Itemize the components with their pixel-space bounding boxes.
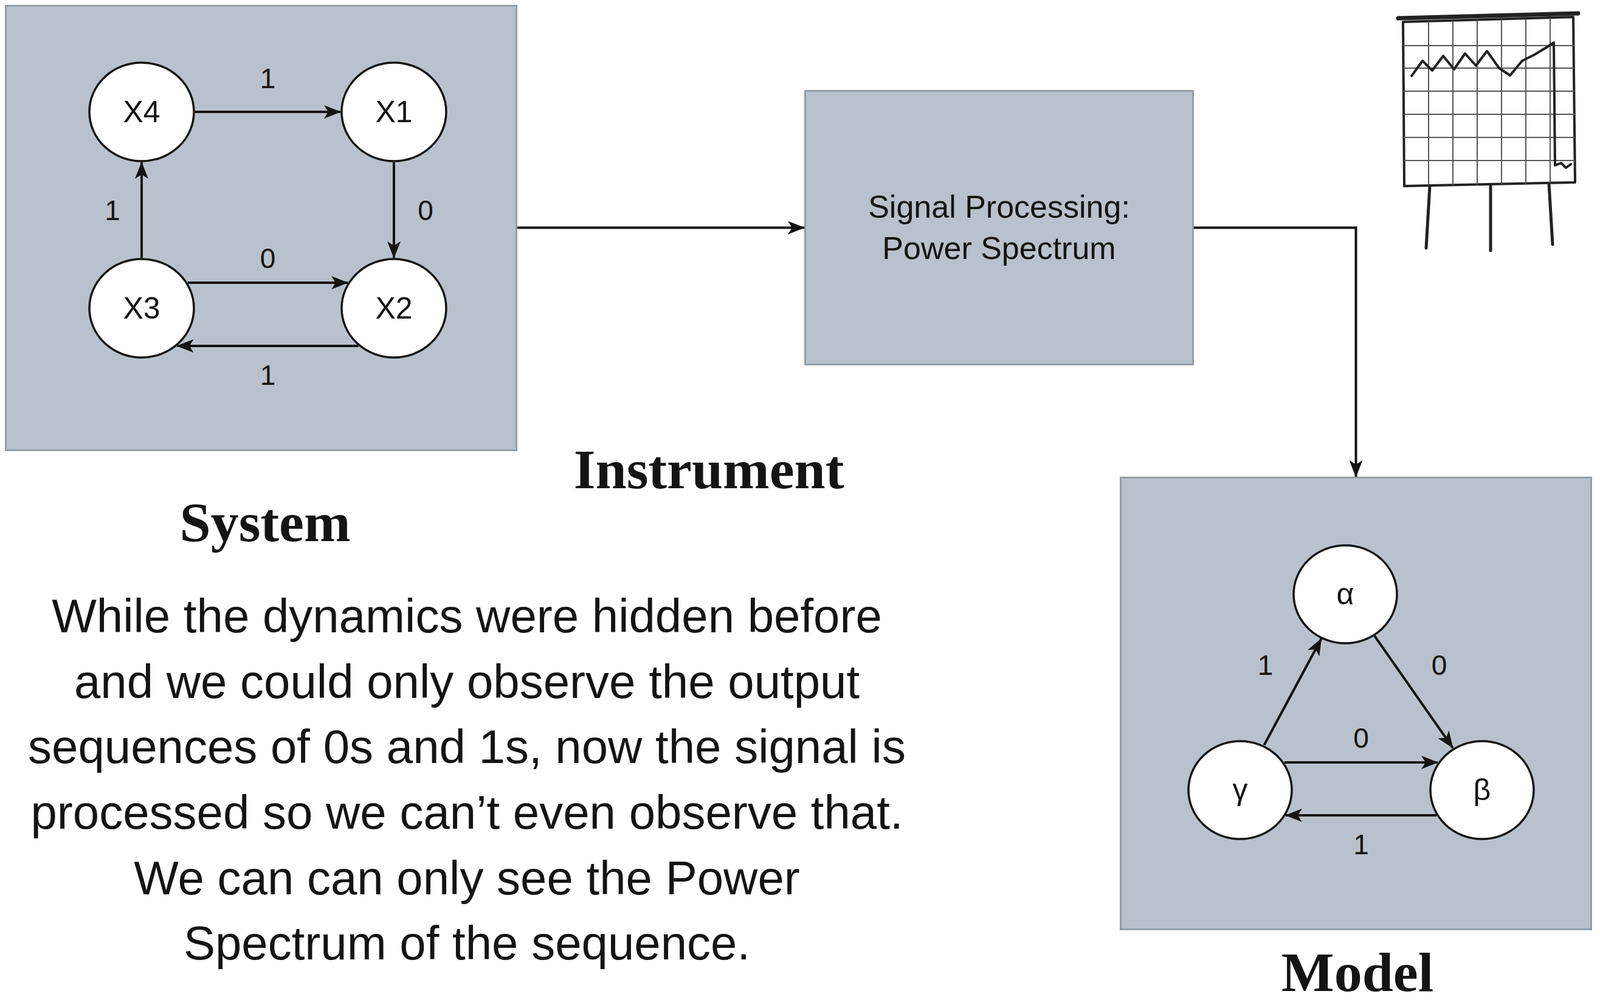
state-circle-outline: [1293, 545, 1397, 644]
arrow-connector: [392, 162, 396, 258]
state-node: X4: [88, 61, 196, 163]
transition-label-holder: 0: [1431, 649, 1448, 681]
transition-label-holder: 0: [1353, 722, 1369, 754]
transition-symbol: 1: [260, 63, 276, 95]
state-label: γ: [1232, 773, 1249, 807]
model-panel: Modelαγβ: [1119, 476, 1593, 931]
transition-label-holder: 1: [260, 359, 276, 391]
chart-line: [1411, 42, 1571, 168]
state-circle-outline: [1430, 741, 1534, 839]
state-label: β: [1473, 773, 1492, 807]
state-circle-outline: [341, 62, 447, 162]
state-label: α: [1336, 577, 1355, 611]
transition-label-holder: 0: [260, 243, 276, 275]
transition-symbol: 0: [1353, 722, 1369, 754]
arrow-connector: [1285, 813, 1437, 817]
state-node: X2: [340, 257, 448, 359]
panel-title: System: [179, 494, 351, 551]
arrow-connector: [1193, 227, 1357, 478]
state-label: X3: [122, 291, 160, 326]
transition-label-holder: 1: [1257, 649, 1274, 681]
state-circle-outline: [341, 258, 447, 358]
panel-title: Instrument: [573, 441, 845, 498]
state-node: γ: [1187, 739, 1294, 841]
box-text: Signal Processing: Power Spectrum: [836, 186, 1162, 269]
state-node: α: [1292, 544, 1399, 645]
state-node: X1: [340, 61, 448, 163]
transition-symbol: 1: [1353, 829, 1369, 861]
state-circle-outline: [1188, 741, 1292, 839]
state-node: X3: [88, 257, 196, 359]
instrument-panel: Signal Processing: Power SpectrumInstrum…: [804, 89, 1194, 366]
transition-label-holder: 1: [260, 63, 276, 95]
transition-symbol: 0: [417, 194, 434, 226]
transition-symbol: 0: [260, 243, 276, 275]
state-node: β: [1429, 739, 1535, 841]
state-circle-outline: [89, 258, 194, 358]
transition-label-holder: 1: [104, 194, 121, 226]
panel-title: Model: [1281, 944, 1434, 1000]
arrow-connector: [1284, 761, 1438, 764]
state-label: X2: [375, 291, 413, 326]
arrow-connector: [517, 226, 805, 230]
explanation-text: While the dynamics were hidden before an…: [26, 583, 908, 977]
caption-holder: While the dynamics were hidden before an…: [26, 583, 908, 977]
easel-legs: [1426, 183, 1553, 251]
transition-symbol: 1: [260, 359, 276, 391]
transition-symbol: 1: [104, 194, 121, 226]
state-label: X1: [375, 95, 413, 129]
arrow-connector: [1374, 635, 1453, 748]
transition-label-holder: 1: [1353, 829, 1369, 861]
arrow-connector: [187, 281, 348, 284]
arrow-connector: [177, 344, 359, 348]
state-circle-outline: [89, 62, 194, 162]
chart-grid: [1403, 18, 1575, 185]
transition-symbol: 0: [1431, 649, 1448, 681]
chart-board: [1403, 17, 1576, 187]
transition-symbol: 1: [1257, 649, 1274, 681]
arrow-connector: [195, 110, 341, 114]
transition-label-holder: 0: [417, 194, 434, 226]
arrow-connector: [140, 162, 143, 258]
state-label: X4: [122, 95, 160, 129]
